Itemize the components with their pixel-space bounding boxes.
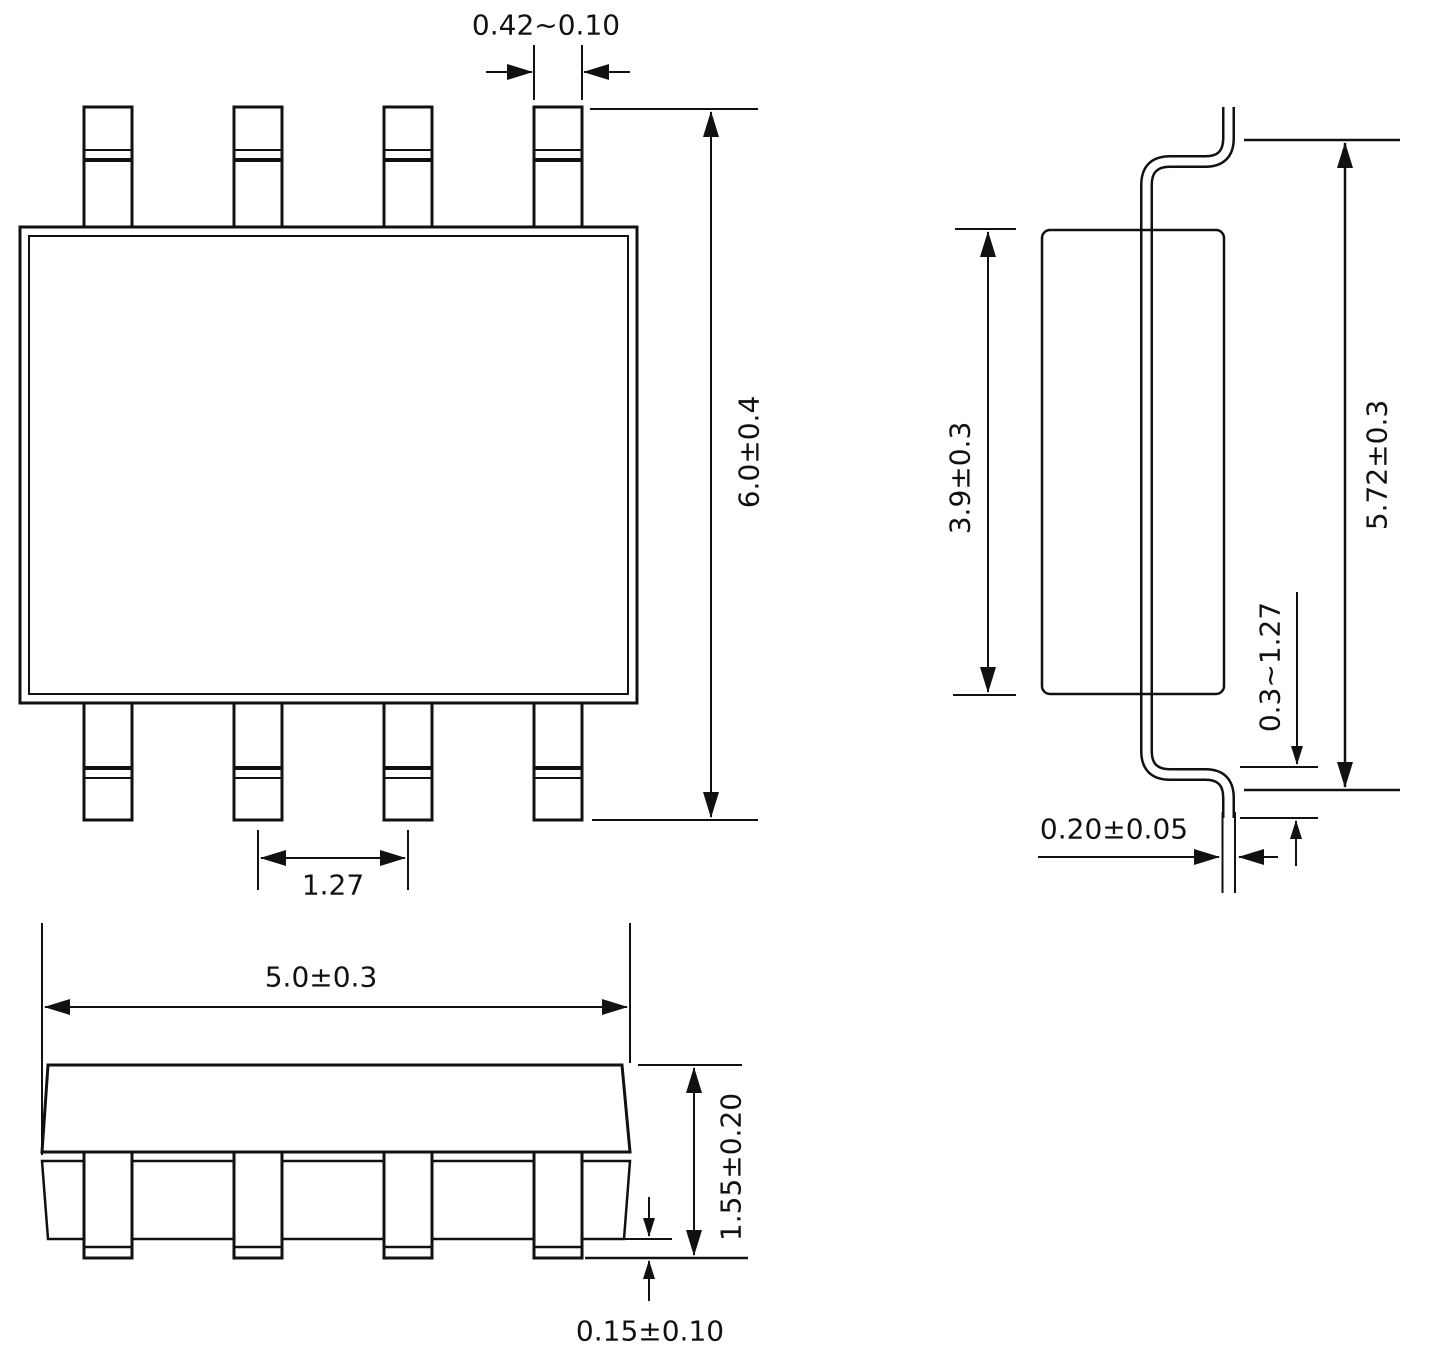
top-view bbox=[18, 45, 758, 890]
body-width-label: 3.9±0.3 bbox=[943, 421, 977, 535]
front-view-body-upper bbox=[40, 1063, 632, 1154]
body-length-label: 5.0±0.3 bbox=[264, 960, 378, 994]
top-view-body bbox=[18, 225, 639, 705]
pin-width-label: 0.42~0.10 bbox=[471, 8, 621, 42]
foot-length-label: 0.3~1.27 bbox=[1253, 601, 1287, 733]
standoff-label: 0.15±0.10 bbox=[575, 1314, 725, 1348]
dim-lead-span bbox=[1244, 138, 1400, 792]
front-view bbox=[40, 923, 748, 1301]
dim-lead-thickness bbox=[1038, 812, 1278, 893]
overall-height-label: 1.55±0.20 bbox=[714, 1092, 748, 1242]
top-view-pins-upper bbox=[82, 105, 584, 229]
dim-overall-length bbox=[590, 108, 758, 821]
lead-span-label: 5.72±0.3 bbox=[1360, 399, 1394, 531]
dim-body-length bbox=[41, 923, 631, 1155]
dim-pin-pitch bbox=[257, 830, 409, 890]
lead-thickness-label: 0.20±0.05 bbox=[1039, 812, 1189, 846]
dim-overall-height bbox=[585, 1064, 748, 1260]
pin-pitch-label: 1.27 bbox=[301, 868, 365, 902]
side-view-body bbox=[1040, 228, 1226, 696]
dim-standoff bbox=[600, 1197, 672, 1301]
top-view-pins-lower bbox=[82, 701, 584, 822]
dim-foot-length bbox=[1240, 592, 1318, 866]
dim-body-width bbox=[953, 228, 1016, 696]
side-view bbox=[953, 107, 1400, 893]
side-view-lead bbox=[1140, 107, 1235, 818]
dim-pin-width bbox=[486, 45, 630, 100]
overall-length-label: 6.0±0.4 bbox=[732, 395, 766, 509]
